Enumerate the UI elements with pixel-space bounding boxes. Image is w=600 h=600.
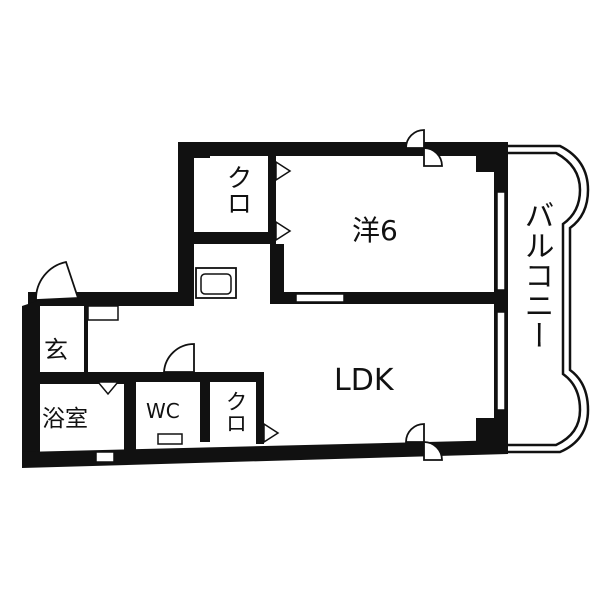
room-label-bath: 浴室 xyxy=(42,406,88,432)
windows xyxy=(87,293,345,463)
room-label-closet-upper: クロ xyxy=(222,164,252,216)
kitchen-sink xyxy=(195,267,237,299)
doors xyxy=(35,129,443,461)
room-label-wc: WC xyxy=(146,399,180,423)
closet-door-marks xyxy=(96,160,292,444)
room-label-closet-lower: クロ xyxy=(222,390,247,434)
room-label-western: 洋6 xyxy=(352,214,398,247)
room-label-entrance: 玄 xyxy=(44,336,68,364)
balcony xyxy=(508,144,590,454)
outer-walls xyxy=(22,142,508,468)
room-label-balcony: バルコニー xyxy=(519,200,554,350)
room-label-ldk: LDK xyxy=(334,363,395,398)
